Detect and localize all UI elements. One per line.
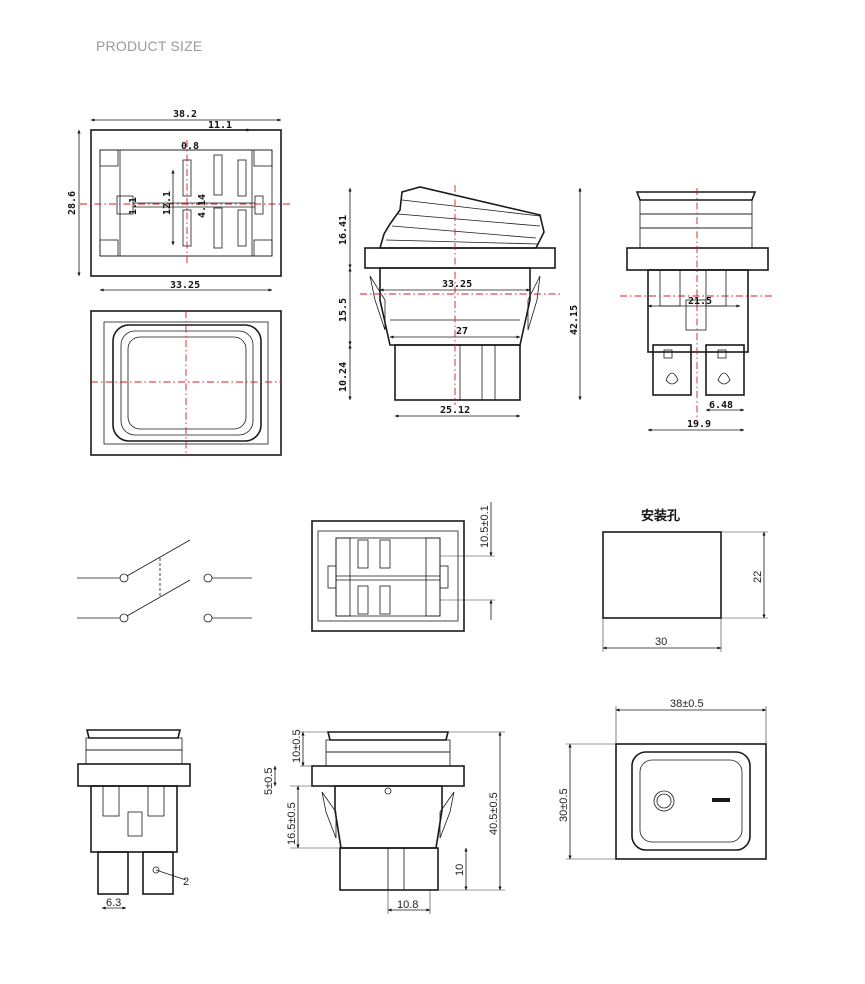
- dim-10-05: 10±0.5: [291, 729, 303, 763]
- dim-11-1: 11.1: [208, 120, 232, 131]
- dim-10-term: 10: [454, 864, 466, 876]
- dim-0-8: 0.8: [181, 141, 199, 152]
- dim-40-5: 40.5±0.5: [488, 792, 500, 835]
- back-view: 38.2 11.1 0.8 28.6 12.1 4.14 1.1 33.25: [67, 109, 290, 292]
- dim-28-6: 28.6: [67, 191, 78, 215]
- off-symbol-icon: [653, 790, 675, 812]
- page-title: PRODUCT SIZE: [96, 38, 203, 54]
- dim-angle: 2: [183, 876, 189, 888]
- side-view: 16.41 15.5 10.24 42.15 33.25 27 25.12: [338, 185, 582, 418]
- dim-21-5: 21.5: [688, 296, 712, 307]
- dim-10-5: 10.5±0.1: [479, 505, 491, 548]
- front-view: [90, 310, 282, 456]
- dim-6-48: 6.48: [709, 400, 733, 411]
- pin-layout: 10.5±0.1: [311, 502, 495, 632]
- dim-25-12: 25.12: [440, 405, 470, 416]
- dim-10-8: 10.8: [397, 899, 418, 911]
- dim-38-2: 38.2: [173, 109, 197, 120]
- mount-title: 安装孔: [641, 508, 680, 524]
- end-view: 21.5 6.48 19.9: [620, 188, 775, 432]
- dim-16-41: 16.41: [338, 215, 349, 245]
- dim-30-05: 30±0.5: [558, 788, 570, 822]
- dim-1-1: 1.1: [128, 197, 139, 215]
- dim-19-9: 19.9: [687, 419, 711, 430]
- dim-27: 27: [456, 326, 468, 337]
- dim-6-3: 6.3: [106, 897, 121, 909]
- dim-10-24: 10.24: [338, 362, 349, 392]
- end-view-2: 2 6.3: [77, 729, 191, 910]
- dim-38-05: 38±0.5: [670, 698, 704, 710]
- dim-33-25-side: 33.25: [442, 279, 472, 290]
- on-symbol-icon: [712, 798, 730, 802]
- face-view: 38±0.5 30±0.5: [558, 698, 767, 860]
- dim-5-05: 5±0.5: [263, 768, 275, 795]
- dim-33-25: 33.25: [170, 280, 200, 291]
- mounting-hole: 安装孔 22 30: [602, 508, 768, 652]
- dim-22: 22: [752, 571, 764, 583]
- dim-12-1: 12.1: [162, 191, 173, 215]
- dim-16-5: 16.5±0.5: [286, 802, 298, 845]
- dim-42-15: 42.15: [569, 305, 580, 335]
- dim-30: 30: [655, 636, 667, 648]
- dim-15-5: 15.5: [338, 298, 349, 322]
- side-view-2: 10±0.5 5±0.5 16.5±0.5 40.5±0.5 10 10.8: [263, 729, 505, 914]
- switch-schematic: [77, 539, 252, 623]
- dim-4-14: 4.14: [197, 194, 208, 218]
